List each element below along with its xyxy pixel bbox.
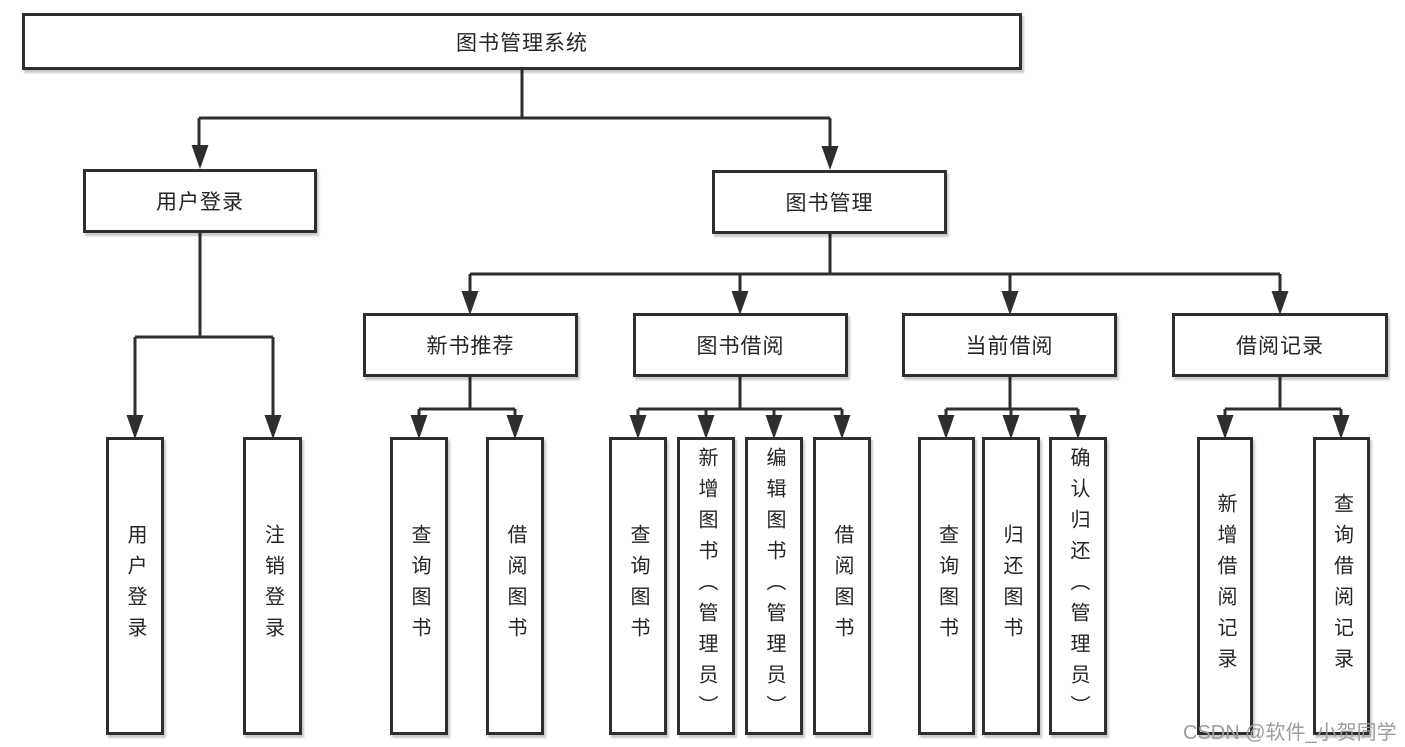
node-book-borrowing: 图书借阅 <box>633 313 848 377</box>
arrow-down-icon <box>1001 291 1019 315</box>
leaf-query-books-borrowing: 查询图书 <box>609 437 667 735</box>
arrow-down-icon <box>506 415 524 439</box>
arrow-down-icon <box>1271 291 1289 315</box>
arrow-down-icon <box>731 291 749 315</box>
csdn-watermark: CSDN @软件_小贺同学 <box>1183 722 1397 744</box>
leaf-borrow-books-borrowing: 借阅图书 <box>813 437 871 735</box>
arrow-down-icon <box>1332 415 1350 439</box>
arrow-down-icon <box>937 415 955 439</box>
node-user-login: 用户登录 <box>83 169 317 233</box>
arrow-down-icon <box>821 146 839 170</box>
leaf-borrow-books-recommend: 借阅图书 <box>486 437 544 735</box>
leaf-edit-books-admin: 编辑图书（管理员） <box>745 437 803 735</box>
arrow-down-icon <box>264 415 282 439</box>
arrow-down-icon <box>697 415 715 439</box>
leaf-logout: 注销登录 <box>243 437 302 735</box>
arrow-down-icon <box>629 415 647 439</box>
leaf-user-login: 用户登录 <box>106 437 164 735</box>
node-new-book-recommendation: 新书推荐 <box>363 313 578 377</box>
leaf-confirm-return-admin: 确认归还（管理员） <box>1049 437 1107 735</box>
arrow-down-icon <box>191 145 209 169</box>
node-borrowing-records: 借阅记录 <box>1172 313 1388 377</box>
arrow-down-icon <box>461 291 479 315</box>
connector-lines <box>133 70 1343 420</box>
leaf-query-books-current: 查询图书 <box>918 437 975 735</box>
arrow-down-icon <box>833 415 851 439</box>
node-library-management-system: 图书管理系统 <box>22 13 1022 70</box>
arrow-down-icon <box>410 415 428 439</box>
arrow-down-icon <box>126 415 144 439</box>
leaf-query-books-recommend: 查询图书 <box>390 437 448 735</box>
node-current-borrowing: 当前借阅 <box>902 313 1117 377</box>
arrow-down-icon <box>1002 415 1020 439</box>
leaf-add-borrow-record: 新增借阅记录 <box>1197 437 1253 735</box>
arrow-down-icon <box>1069 415 1087 439</box>
arrow-down-icon <box>765 415 783 439</box>
leaf-add-books-admin: 新增图书（管理员） <box>677 437 735 735</box>
leaf-query-borrow-record: 查询借阅记录 <box>1313 437 1370 735</box>
arrow-down-icon <box>1216 415 1234 439</box>
leaf-return-books: 归还图书 <box>982 437 1040 735</box>
node-book-management: 图书管理 <box>712 170 947 234</box>
